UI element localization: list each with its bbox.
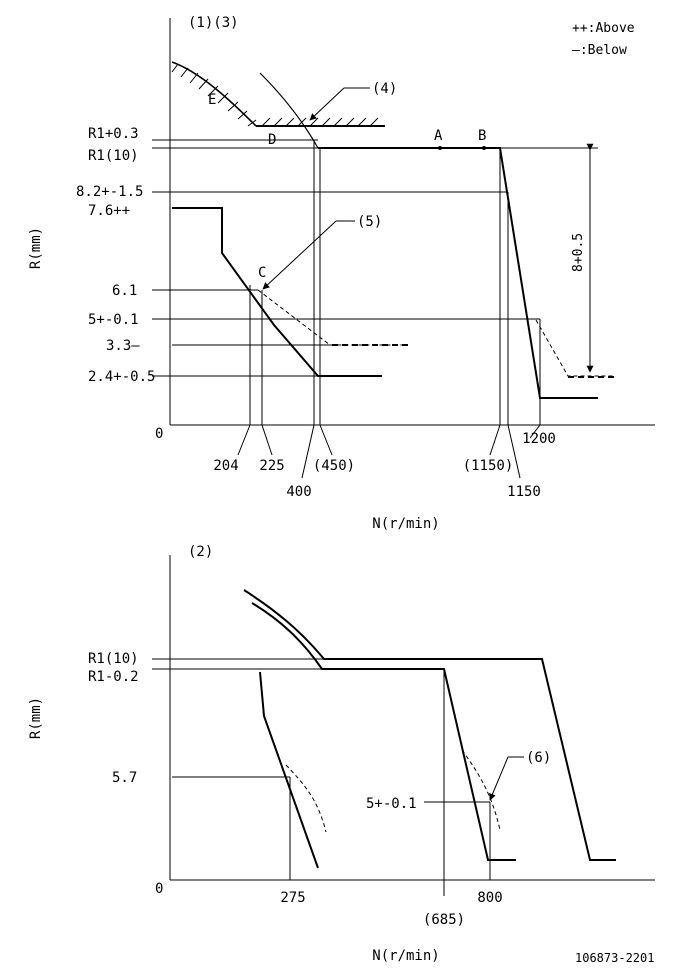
top-panel-label: (1)(3): [188, 15, 239, 31]
bottom-xtick-2: (685): [423, 912, 465, 928]
top-xtick-0: 204: [213, 458, 238, 474]
legend-above: ++:Above: [572, 21, 635, 36]
document-id: 106873-2201: [575, 951, 654, 965]
top-ytick-1: R1(10): [88, 148, 139, 164]
top-x-axis-label: N(r/min): [372, 516, 439, 532]
callout-5-arrow: [262, 220, 337, 290]
top-ytick-4: 6.1: [112, 283, 137, 299]
bottom-origin-label: 0: [155, 881, 163, 897]
top-ytick-2: 8.2+-1.5: [76, 184, 143, 200]
top-xtick-4: (1150): [463, 458, 514, 474]
point-a-label: A: [434, 128, 443, 144]
point-c-label: C: [258, 265, 266, 281]
point-a-marker: [438, 146, 442, 150]
bottom-idle-curve: [259, 671, 319, 869]
bottom-ytick-2: 5.7: [112, 770, 137, 786]
top-y-axis-label: R(mm): [28, 227, 44, 269]
callout-6-arrow: [489, 756, 509, 801]
top-vertical-lines: [249, 140, 541, 425]
top-ytick-5: 5+-0.1: [88, 312, 139, 328]
point-e-label: E: [208, 92, 216, 108]
bottom-chart: (2) R(mm) N(r/min) 0 R1(10) R1-0.2 5.7: [28, 544, 655, 964]
bottom-reference-lines: [152, 658, 491, 880]
top-ytick-6: 3.3—: [106, 338, 140, 354]
hatched-limit-region: [171, 61, 385, 127]
bottom-xtick-0: 275: [280, 890, 305, 906]
callout-4-arrow: [309, 87, 345, 121]
top-reference-lines: [152, 139, 598, 377]
point-d-label: D: [268, 132, 276, 148]
bottom-x-axis-label: N(r/min): [372, 948, 439, 964]
idle-curve: [172, 207, 382, 377]
top-origin-label: 0: [155, 426, 163, 442]
bottom-upper-curve: [243, 589, 616, 861]
top-xtick-2: 400: [286, 484, 311, 500]
high-speed-dashed: [535, 319, 614, 377]
bottom-panel-label: (2): [188, 544, 213, 560]
legend-below: —:Below: [572, 43, 627, 58]
full-load-curve: [318, 147, 598, 399]
point-b-marker: [482, 146, 486, 150]
idle-curve-dashed: [257, 289, 408, 346]
point-b-label: B: [478, 128, 486, 144]
top-xtick-marks: [237, 424, 541, 479]
top-xtick-5: 1150: [507, 484, 541, 500]
top-ytick-3: 7.6++: [88, 203, 130, 219]
bottom-xtick-1: 800: [477, 890, 502, 906]
top-xtick-6: 1200: [522, 431, 556, 447]
top-chart: (1)(3) R(mm) N(r/min) 0: [28, 15, 655, 532]
callout-4-label: (4): [372, 81, 397, 97]
callout-5-label: (5): [357, 214, 382, 230]
bottom-ytick-0: R1(10): [88, 651, 139, 667]
bottom-dashed-curve: [461, 749, 501, 831]
bottom-idle-dashed: [285, 764, 327, 833]
top-ytick-7: 2.4+-0.5: [88, 369, 155, 385]
bottom-y-axis-label: R(mm): [28, 697, 44, 739]
top-xtick-3: (450): [313, 458, 355, 474]
dimension-label: 8+0.5: [571, 233, 586, 272]
bottom-ytick-1: R1-0.2: [88, 669, 139, 685]
top-ytick-0: R1+0.3: [88, 126, 139, 142]
callout-6-label: (6): [526, 750, 551, 766]
callout-6-value: 5+-0.1: [366, 796, 417, 812]
bottom-lower-curve: [251, 602, 516, 861]
top-xtick-1: 225: [259, 458, 284, 474]
